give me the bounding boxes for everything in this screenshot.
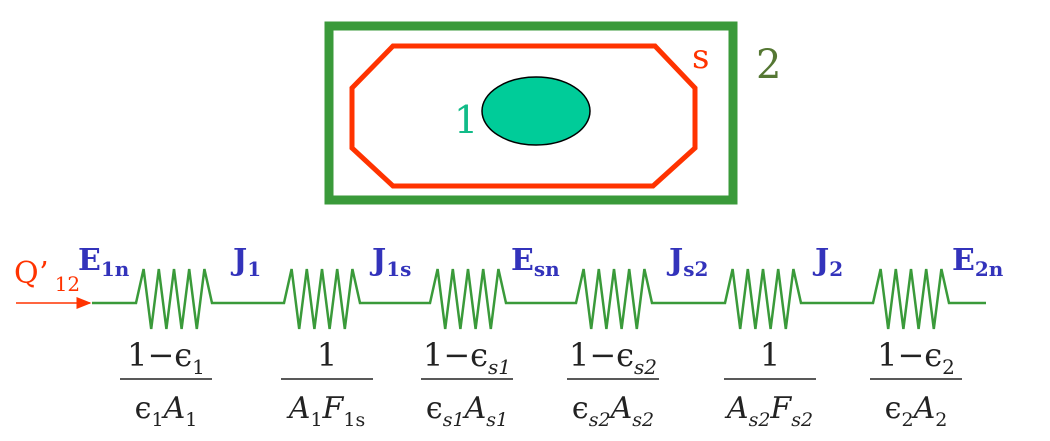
numerator: 1−ϵs1 bbox=[423, 336, 511, 379]
resistance-4: 1−ϵs2 ϵs2As2 bbox=[567, 336, 659, 431]
node-sub: sn bbox=[534, 257, 560, 281]
resistance-1: 1−ϵ1 ϵ1A1 bbox=[120, 336, 212, 431]
resistor-2 bbox=[284, 267, 360, 331]
resistor-5 bbox=[725, 267, 801, 331]
radiation-shield-s bbox=[349, 43, 698, 189]
resistance-3: 1−ϵs1 ϵs1As1 bbox=[421, 336, 513, 431]
numerator: 1−ϵs2 bbox=[569, 336, 657, 379]
node-label-j1: J1 bbox=[230, 243, 261, 281]
numerator: 1−ϵ1 bbox=[127, 336, 205, 379]
node-sub: 1 bbox=[247, 257, 261, 281]
resistor-1 bbox=[136, 267, 212, 331]
node-main: E bbox=[952, 243, 975, 278]
denominator: ϵs1As1 bbox=[426, 391, 508, 431]
numerator: 1 bbox=[760, 336, 780, 374]
heat-flow-main: Q’ bbox=[14, 256, 49, 291]
enclosure-drawing: 1 s 2 bbox=[324, 21, 781, 205]
node-sub: 1s bbox=[386, 257, 411, 281]
node-main: E bbox=[511, 243, 534, 278]
denominator: ϵs2As2 bbox=[572, 391, 654, 431]
numerator: 1−ϵ2 bbox=[877, 336, 955, 379]
inner-body-1 bbox=[481, 76, 591, 146]
node-label-esn: Esn bbox=[511, 243, 560, 281]
node-sub: 2 bbox=[829, 257, 843, 281]
resistance-network bbox=[92, 267, 986, 331]
node-main: J bbox=[369, 243, 386, 278]
node-label-js2: Js2 bbox=[666, 243, 708, 281]
node-sub: 2n bbox=[975, 257, 1004, 281]
resistor-6 bbox=[873, 267, 949, 331]
heat-flow-label: Q’12 bbox=[14, 256, 80, 296]
node-main: J bbox=[230, 243, 247, 278]
denominator: As2Fs2 bbox=[724, 391, 813, 431]
circuit-wire bbox=[92, 268, 986, 330]
node-main: J bbox=[812, 243, 829, 278]
node-sub: 1n bbox=[101, 257, 130, 281]
numerator: 1 bbox=[317, 336, 337, 374]
surface-2-label: 2 bbox=[756, 42, 781, 88]
shield-label: s bbox=[692, 37, 709, 77]
denominator: ϵ1A1 bbox=[135, 391, 198, 431]
node-label-e1n: E1n bbox=[78, 243, 130, 281]
node-sub: s2 bbox=[683, 257, 708, 281]
outer-surface-2 bbox=[324, 21, 738, 205]
denominator: ϵ2A2 bbox=[885, 391, 948, 431]
node-label-j1s: J1s bbox=[369, 243, 411, 281]
denominator: A1F1s bbox=[286, 391, 365, 431]
resistor-3 bbox=[430, 267, 506, 331]
node-main: J bbox=[666, 243, 683, 278]
resistance-6: 1−ϵ2 ϵ2A2 bbox=[870, 336, 962, 431]
heat-flow-sub: 12 bbox=[55, 272, 80, 296]
node-label-j2: J2 bbox=[812, 243, 843, 281]
node-main: E bbox=[78, 243, 101, 278]
heat-flow: Q’12 bbox=[14, 256, 92, 309]
resistor-4 bbox=[576, 267, 652, 331]
surface-1-label: 1 bbox=[454, 98, 478, 142]
node-label-e2n: E2n bbox=[952, 243, 1004, 281]
